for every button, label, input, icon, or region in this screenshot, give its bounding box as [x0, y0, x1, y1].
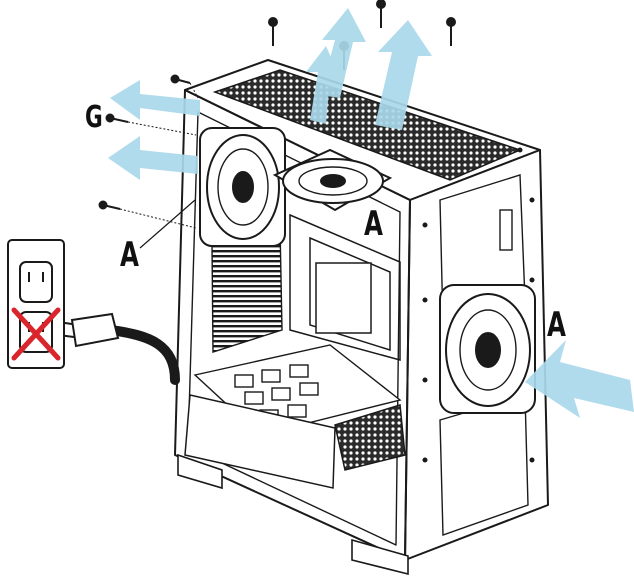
- airflow-arrows: [108, 8, 634, 418]
- screw-icon: [98, 200, 121, 210]
- airflow-arrow-intake: [525, 340, 634, 418]
- rear-exhaust-fan: [199, 127, 286, 247]
- power-plug-icon: [57, 312, 120, 348]
- screw-icon: [268, 17, 278, 46]
- fan-label-top: A: [364, 204, 383, 244]
- screw-icon: [105, 113, 129, 123]
- screw-icon: [170, 74, 191, 84]
- psu-bay: [184, 394, 336, 489]
- motherboard-tray: [289, 213, 401, 361]
- airflow-arrow-up: [375, 20, 432, 130]
- front-intake-fan: [439, 284, 536, 414]
- case-feet: [177, 453, 409, 576]
- psu-shroud-mesh: [334, 404, 406, 471]
- top-exhaust-fan: [272, 148, 393, 212]
- fan-label-front: A: [547, 305, 566, 345]
- screw-icon: [376, 0, 386, 28]
- prohibited-x-icon: [11, 307, 61, 361]
- power-cable: [105, 325, 180, 385]
- airflow-arrow-left: [108, 136, 198, 180]
- fan-label-side: A: [120, 235, 139, 275]
- screw-label: G: [85, 100, 103, 135]
- screw-icon: [446, 17, 456, 46]
- wall-outlet-icon: [7, 239, 65, 369]
- airflow-arrow-left: [110, 80, 200, 120]
- airflow-arrow-up: [306, 46, 340, 124]
